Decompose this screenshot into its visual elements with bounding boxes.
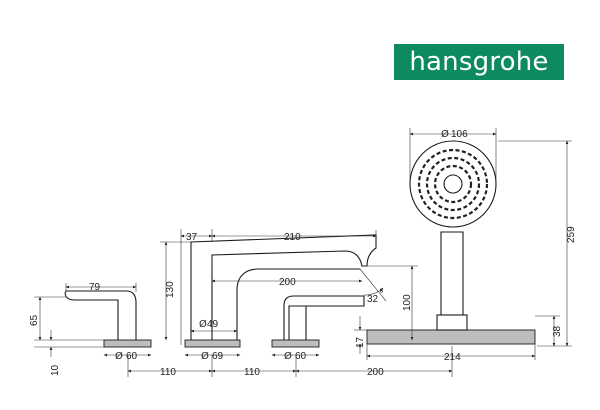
dim-37-label: 37 bbox=[186, 232, 198, 243]
dim-60-left-label: 60 bbox=[126, 351, 138, 362]
dim-259-label: 259 bbox=[566, 226, 577, 243]
dim-110-b-label: 110 bbox=[244, 367, 260, 378]
dim-60-mid-label: 60 bbox=[295, 351, 307, 362]
dim-10-label: 10 bbox=[50, 364, 61, 376]
dim-17-label: 17 bbox=[355, 336, 366, 348]
handshower-handle bbox=[440, 231, 464, 315]
diameter-symbol: Ø bbox=[201, 350, 209, 362]
right-handle bbox=[271, 295, 365, 348]
spout-base-plate bbox=[184, 339, 241, 348]
diameter-symbol: Ø bbox=[441, 128, 449, 140]
handshower-center-disc bbox=[443, 174, 463, 194]
dim-100-label: 100 bbox=[402, 294, 413, 311]
right-handle-body bbox=[283, 295, 365, 340]
handshower-spray-ring-outer bbox=[417, 148, 489, 220]
dim-106-label: 106 bbox=[451, 129, 468, 140]
right-handle-base-plate bbox=[271, 339, 320, 348]
handshower-spray-ring-inner bbox=[433, 164, 473, 204]
diameter-symbol: Ø bbox=[115, 350, 123, 362]
diameter-symbol: Ø bbox=[199, 318, 207, 330]
left-handle-base-plate bbox=[103, 339, 152, 348]
handshower-head bbox=[409, 140, 497, 228]
dim-130-label: 130 bbox=[165, 281, 176, 298]
dimension-lines bbox=[34, 128, 572, 377]
dim-110-a-label: 110 bbox=[160, 367, 176, 378]
handshower-spray-ring-middle bbox=[425, 156, 481, 212]
diameter-symbol: Ø bbox=[284, 350, 292, 362]
dim-214-label: 214 bbox=[444, 352, 461, 363]
dim-49-label: 49 bbox=[207, 319, 219, 330]
dim-200-spout-label: 200 bbox=[279, 277, 296, 288]
left-handle bbox=[64, 290, 152, 348]
hansgrohe-logo: hansgrohe bbox=[394, 44, 564, 80]
spout-inner-contour bbox=[236, 268, 360, 340]
logo-text: hansgrohe bbox=[409, 47, 549, 77]
dim-200-base-label: 200 bbox=[367, 367, 384, 378]
handshower-holder-plate bbox=[366, 329, 536, 345]
handshower-holder-collar bbox=[436, 314, 468, 331]
left-handle-body bbox=[64, 290, 137, 340]
dim-69-label: 69 bbox=[212, 351, 224, 362]
spout bbox=[184, 234, 377, 348]
degree-symbol: ° bbox=[379, 289, 384, 300]
dim-38-label: 38 bbox=[552, 325, 563, 337]
dim-210-label: 210 bbox=[284, 232, 301, 243]
dimension-labels: Ø 106 259 210 37 130 200 Ø 49 79 65 10 Ø… bbox=[29, 128, 577, 378]
hand-shower bbox=[366, 140, 536, 345]
dim-32-label: 32 bbox=[367, 294, 379, 305]
dim-65-label: 65 bbox=[29, 314, 40, 326]
dim-79-label: 79 bbox=[89, 282, 101, 293]
